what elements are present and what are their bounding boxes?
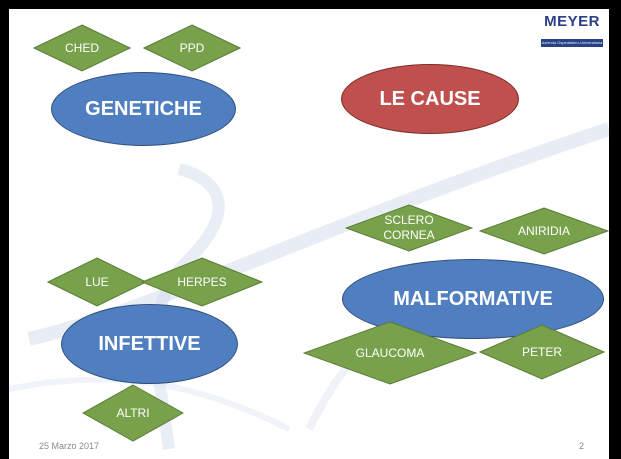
diamond-sclero-cornea: SCLERO CORNEA bbox=[345, 204, 473, 252]
diamond-sclero-cornea-label: SCLERO CORNEA bbox=[383, 213, 435, 242]
diamond-glaucoma: GLAUCOMA bbox=[303, 321, 477, 385]
footer-page-number: 2 bbox=[579, 441, 585, 451]
diamond-ched-label: CHED bbox=[64, 40, 99, 55]
le-cause-label: LE CAUSE bbox=[379, 87, 481, 110]
diamond-altri: ALTRI bbox=[82, 384, 184, 442]
logo-name: MEYER bbox=[544, 13, 600, 30]
malformative-label: MALFORMATIVE bbox=[393, 287, 553, 310]
diamond-ched: CHED bbox=[33, 24, 131, 72]
diamond-lue: LUE bbox=[47, 257, 147, 307]
diamond-lue-label: LUE bbox=[85, 274, 109, 289]
diamond-ppd-label: PPD bbox=[179, 40, 205, 55]
genetiche-ellipse: GENETICHE bbox=[51, 72, 236, 146]
slide: MEYER Azienda Ospedaliero-Universitaria … bbox=[9, 9, 609, 459]
footer-date: 25 Marzo 2017 bbox=[39, 441, 100, 451]
diamond-peter-label: PETER bbox=[521, 344, 562, 359]
diamond-herpes: HERPES bbox=[141, 257, 263, 307]
diamond-aniridia-label: ANIRIDIA bbox=[517, 223, 570, 238]
diamond-peter: PETER bbox=[479, 324, 605, 380]
infettive-ellipse: INFETTIVE bbox=[61, 304, 238, 384]
le-cause-ellipse: LE CAUSE bbox=[341, 64, 519, 134]
infettive-label: INFETTIVE bbox=[98, 332, 201, 355]
meyer-logo: MEYER Azienda Ospedaliero-Universitaria bbox=[541, 13, 603, 49]
diamond-glaucoma-label: GLAUCOMA bbox=[355, 345, 425, 360]
diamond-ppd: PPD bbox=[143, 24, 241, 72]
genetiche-label: GENETICHE bbox=[85, 97, 202, 120]
logo-tagline: Azienda Ospedaliero-Universitaria bbox=[541, 39, 603, 47]
diamond-aniridia: ANIRIDIA bbox=[479, 207, 609, 255]
diamond-altri-label: ALTRI bbox=[116, 405, 150, 420]
diamond-herpes-label: HERPES bbox=[177, 274, 227, 289]
